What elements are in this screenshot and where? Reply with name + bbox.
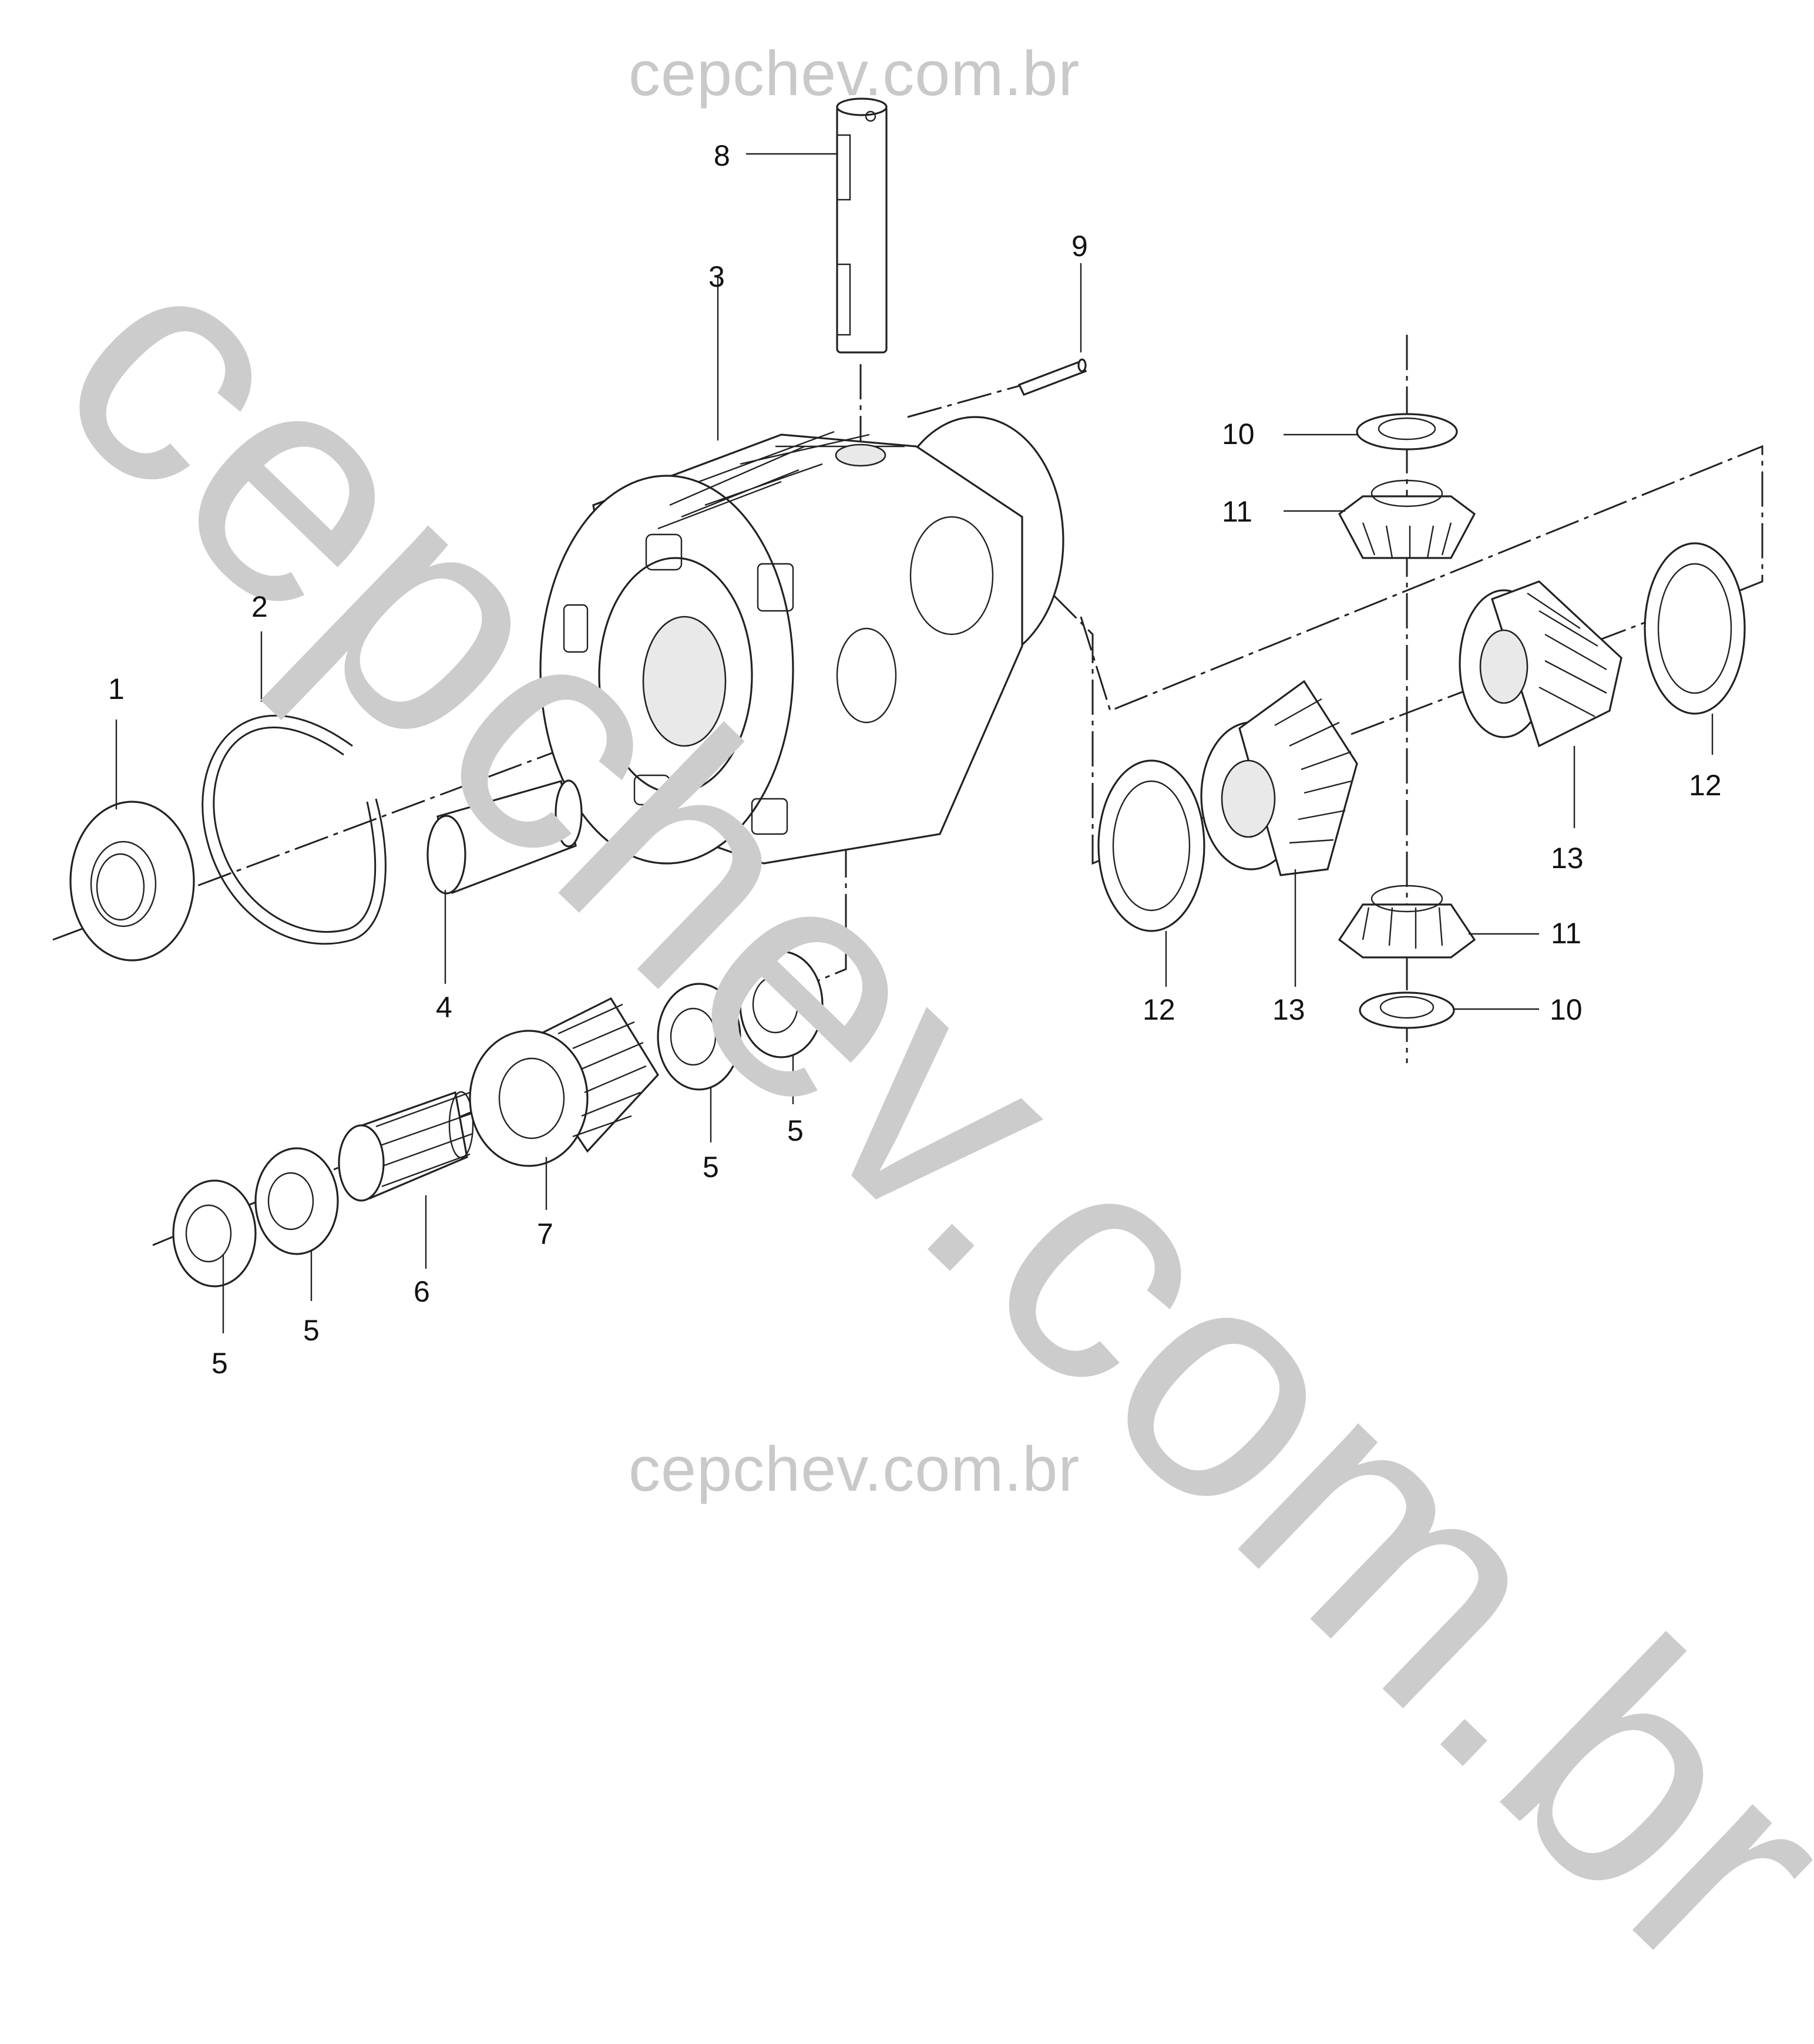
callout-6: 6	[414, 1275, 430, 1308]
part-2-snap-ring	[201, 714, 387, 945]
part-7-helical-gear	[469, 997, 659, 1167]
callout-3: 3	[708, 260, 725, 293]
callout-13-left: 13	[1272, 993, 1305, 1026]
callout-12-right: 12	[1689, 769, 1722, 802]
part-3-carrier	[539, 416, 1064, 865]
callout-13-right: 13	[1551, 842, 1584, 875]
callout-7: 7	[537, 1218, 553, 1250]
part-12-thrust-washers	[1097, 542, 1746, 932]
part-11-pinion-gears	[1338, 479, 1476, 959]
callout-9: 9	[1071, 230, 1088, 263]
callout-11-bottom: 11	[1551, 917, 1581, 950]
callout-8: 8	[714, 139, 730, 172]
part-10-washers	[1356, 413, 1458, 1029]
callout-10-bottom: 10	[1550, 993, 1583, 1026]
part-9-roll-pin	[1017, 358, 1087, 396]
part-5-washers	[172, 950, 824, 1287]
part-8-shaft	[836, 98, 888, 354]
watermark-bottom: cepchev.com.br	[629, 1433, 1080, 1504]
callout-11-top: 11	[1222, 495, 1252, 528]
watermark-top: cepchev.com.br	[629, 38, 1080, 109]
callout-5-b: 5	[703, 1151, 719, 1184]
part-1-seal	[69, 801, 195, 962]
callout-4: 4	[436, 991, 452, 1024]
callout-2: 2	[251, 590, 268, 623]
callout-5-a: 5	[787, 1114, 804, 1147]
callout-10-top: 10	[1222, 418, 1255, 451]
leader-lines	[115, 153, 1714, 1333]
callout-5-d: 5	[211, 1347, 228, 1380]
diagram-drawing	[52, 98, 1763, 1333]
exploded-parts-diagram: cepchev.com.br cepchev.com.br cepchev.co…	[0, 38, 1814, 2040]
callout-1: 1	[108, 673, 125, 705]
part-13-side-gears	[1200, 580, 1622, 876]
part-6-splined-bushing	[338, 1091, 474, 1202]
part-4-shaft	[426, 779, 583, 895]
callout-5-c: 5	[303, 1314, 320, 1347]
callout-12-left: 12	[1143, 993, 1175, 1026]
